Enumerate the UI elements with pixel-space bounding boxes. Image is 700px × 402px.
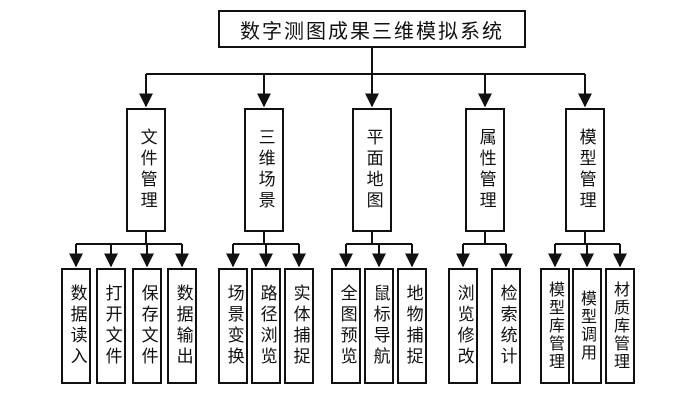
leaf-label: 打开文件 — [101, 284, 122, 368]
leaf-node: 实体捕捉 — [284, 268, 314, 384]
module-attribute-management: 属性管理 — [465, 108, 505, 232]
leaf-label: 检索统计 — [496, 284, 517, 368]
leaf-node: 地物捕捉 — [397, 268, 427, 384]
leaf-node: 路径浏览 — [251, 268, 281, 384]
leaf-label: 保存文件 — [137, 284, 158, 368]
module-label: 属性管理 — [475, 128, 496, 212]
leaf-label: 模型调用 — [578, 290, 597, 362]
module-label: 三维场景 — [254, 128, 275, 212]
leaf-label: 地物捕捉 — [402, 284, 423, 368]
leaf-node: 全图预览 — [331, 268, 361, 384]
leaf-label: 路径浏览 — [256, 284, 277, 368]
leaf-node: 保存文件 — [132, 268, 162, 384]
leaf-label: 数据读入 — [66, 284, 87, 368]
leaf-node: 检索统计 — [491, 268, 521, 384]
leaf-node: 材质库管理 — [605, 268, 635, 384]
module-3d-scene: 三维场景 — [244, 108, 284, 232]
module-file-management: 文件管理 — [126, 108, 166, 232]
module-plane-map: 平面地图 — [352, 108, 392, 232]
leaf-node: 数据输出 — [167, 268, 197, 384]
leaf-node: 模型库管理 — [540, 268, 570, 384]
leaf-label: 鼠标导航 — [369, 284, 390, 368]
leaf-node: 模型调用 — [572, 268, 602, 384]
leaf-node: 鼠标导航 — [364, 268, 394, 384]
leaf-label: 浏览修改 — [453, 284, 474, 368]
leaf-label: 全图预览 — [336, 284, 357, 368]
leaf-label: 模型库管理 — [546, 281, 565, 371]
leaf-label: 实体捕捉 — [289, 284, 310, 368]
module-label: 模型管理 — [575, 128, 596, 212]
leaf-label: 材质库管理 — [611, 281, 630, 371]
root-node: 数字测图成果三维模拟系统 — [218, 10, 526, 48]
leaf-node: 场景变换 — [218, 268, 248, 384]
module-label: 文件管理 — [136, 128, 157, 212]
module-label: 平面地图 — [362, 128, 383, 212]
leaf-label: 数据输出 — [172, 284, 193, 368]
leaf-label: 场景变换 — [223, 284, 244, 368]
leaf-node: 数据读入 — [61, 268, 91, 384]
leaf-node: 打开文件 — [96, 268, 126, 384]
module-model-management: 模型管理 — [565, 108, 605, 232]
root-label: 数字测图成果三维模拟系统 — [240, 18, 504, 43]
leaf-node: 浏览修改 — [448, 268, 478, 384]
